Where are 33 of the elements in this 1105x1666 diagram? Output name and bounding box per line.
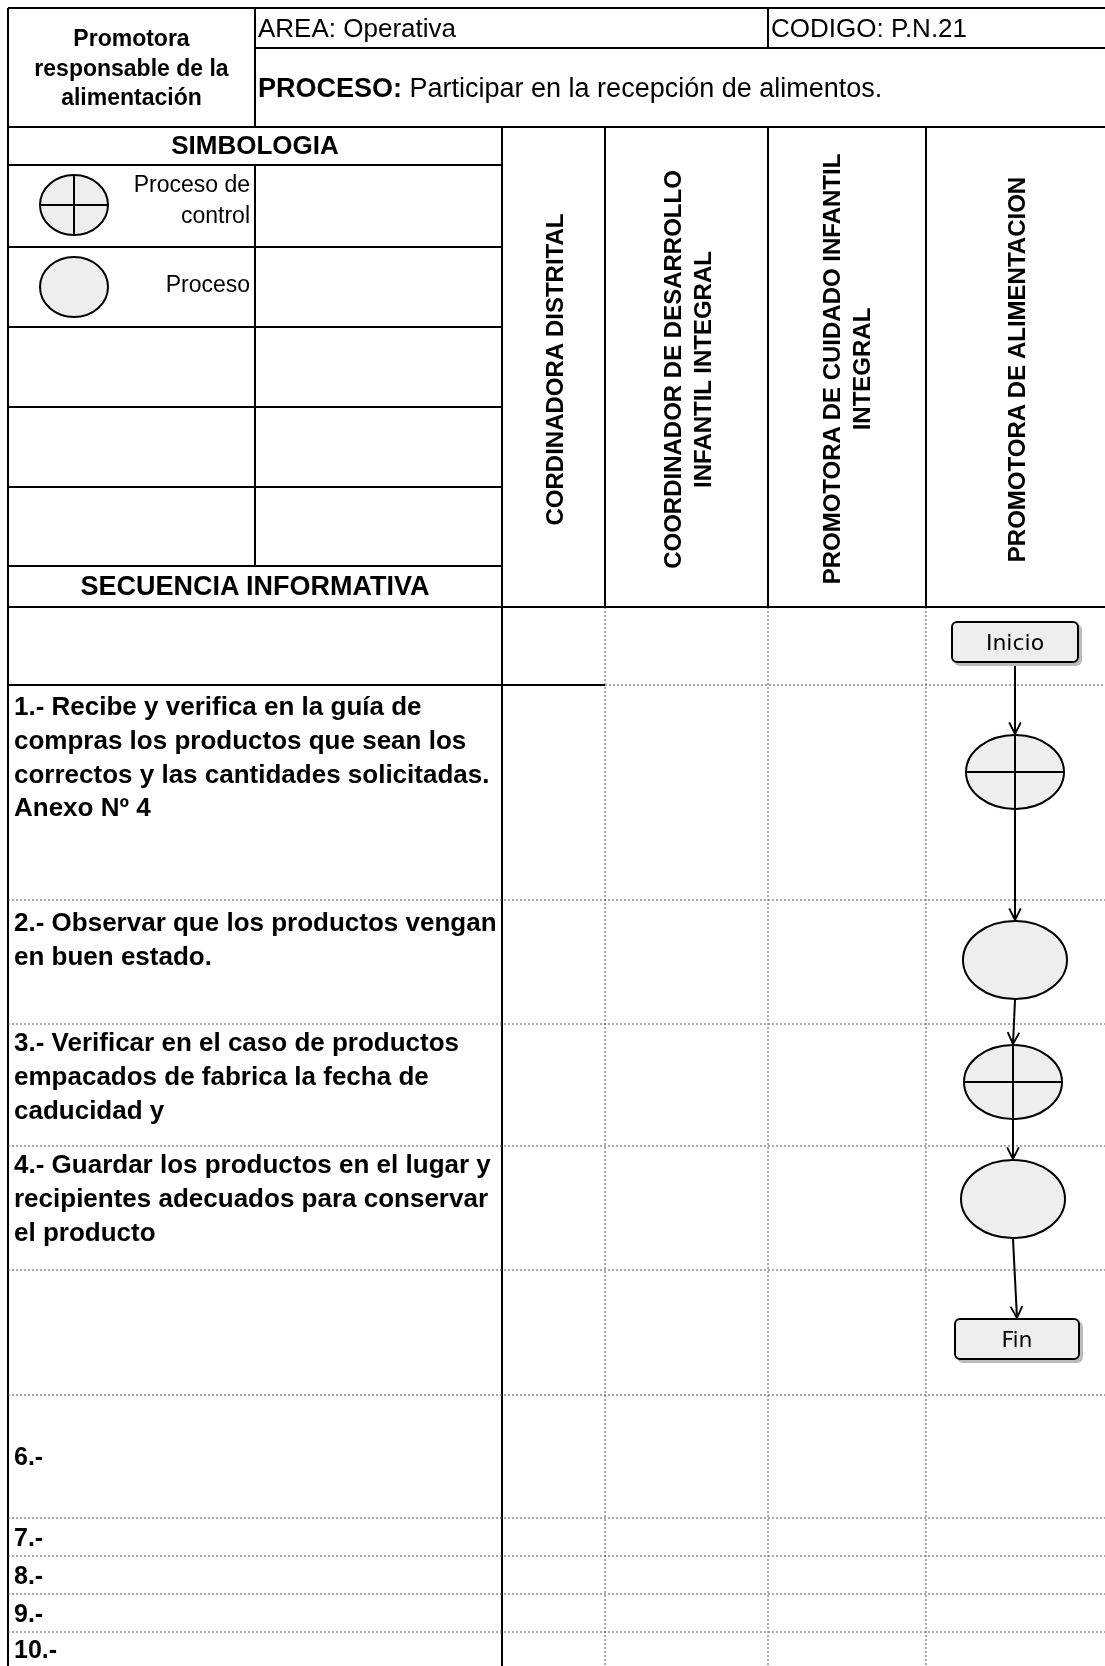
process-ellipse [960,1159,1066,1239]
column-heading: COORDINADOR DE DESARROLLO INFANTIL INTEGRAL [656,168,716,571]
step-text: 2.- Observar que los productos vengan en buen estado. [14,906,498,973]
step-number: 9.- [14,1597,44,1629]
column-heading: PROMOTORA DE CUIDADO INFANTIL INTEGRAL [817,152,876,587]
header-text: Promotora responsable de la alimentación [33,23,230,113]
terminal-box [954,1318,1080,1360]
legend-text: Proceso de control [132,170,250,231]
legend-text: Proceso [164,270,250,299]
step-text: 1.- Recibe y verifica en la guía de compras los productos que sean los correctos y las cantidades solicitadas. Anexo Nº 4 [14,690,491,825]
process-title: PROCESO: Participar en la recepción de alimentos. [258,71,883,105]
column-heading: PROMOTORA DE ALIMENTACION [1000,176,1030,562]
node-label: Fin [1001,1326,1033,1352]
step-text: 4.- Guardar los productos en el lugar y recipientes adecuados para conservar el producto [14,1148,492,1249]
step-number: 6.- [14,1441,44,1473]
process-ellipse [962,920,1068,1000]
control-process-circle [963,1044,1063,1120]
step-number: 10.- [14,1633,58,1665]
column-heading: CORDINADORA DISTRITAL [538,213,568,525]
node-label: Inicio [985,629,1045,655]
arrow [1008,809,1022,921]
arrow [1009,1238,1024,1319]
area-text: AREA: Operativa [258,12,456,46]
step-text: 3.- Verificar en el caso de productos empacados de fabrica la fecha de caducidad y [14,1026,461,1127]
section-heading: SIMBOLOGIA [171,129,339,163]
terminal-box [951,621,1079,663]
code-text: CODIGO: P.N.21 [771,12,968,46]
step-number: 7.- [14,1521,44,1553]
section-heading: SECUENCIA INFORMATIVA [80,569,430,603]
control-process-circle [965,734,1065,810]
arrow [1006,1119,1020,1160]
step-number: 8.- [14,1559,44,1591]
arrow [1006,999,1021,1045]
